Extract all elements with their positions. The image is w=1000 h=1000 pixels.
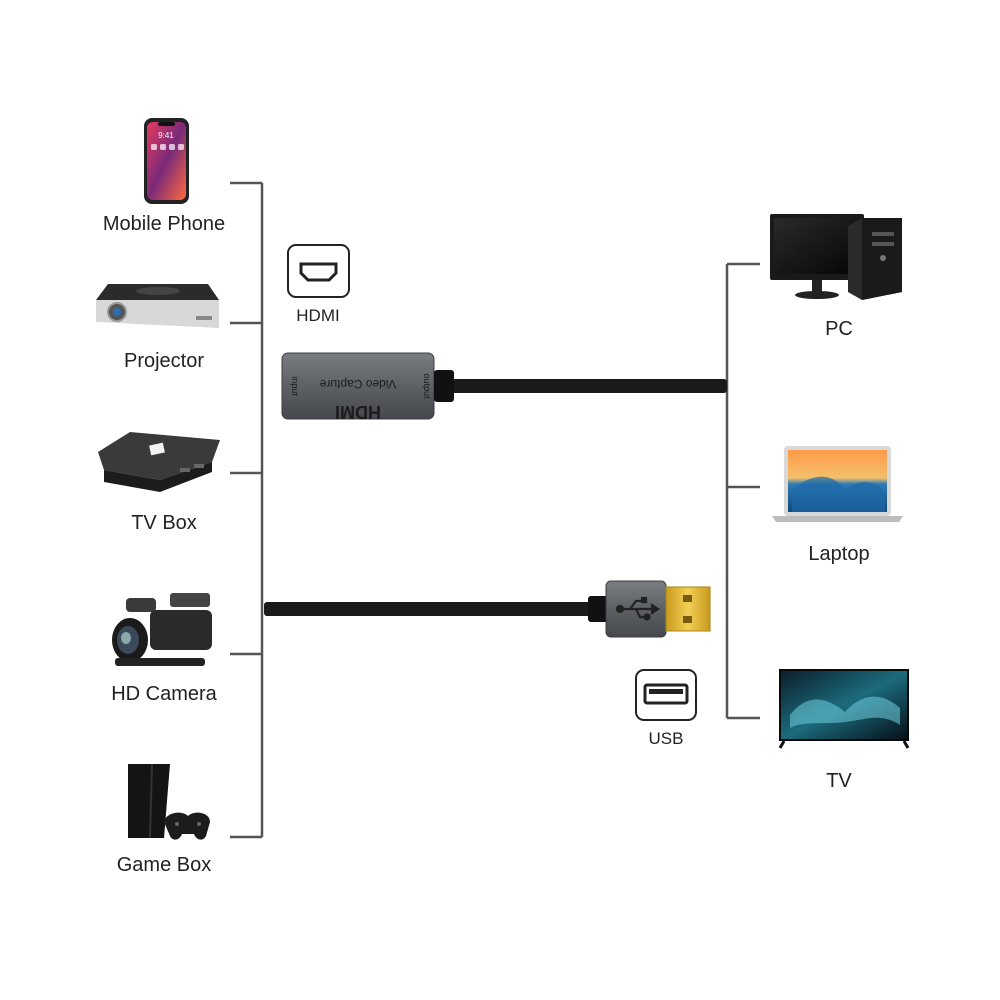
right-bracket <box>725 262 760 720</box>
source-label-game-box: Game Box <box>116 854 212 876</box>
hdmi-cable <box>450 379 727 393</box>
left-bracket <box>230 181 264 839</box>
source-label-mobile-phone: Mobile Phone <box>102 213 226 235</box>
usb-port-icon <box>635 669 697 721</box>
desktop-pc-icon <box>770 214 902 300</box>
device-input-label: input <box>290 376 300 396</box>
source-label-tv-box: TV Box <box>131 512 197 534</box>
device-name: Video Capture <box>319 377 396 391</box>
device-brand: HDMI <box>335 402 381 422</box>
projector-icon <box>96 284 219 328</box>
phone-time: 9:41 <box>158 131 174 140</box>
output-label-laptop: Laptop <box>808 543 870 565</box>
output-label-pc: PC <box>825 318 853 340</box>
laptop-icon <box>772 446 903 522</box>
output-label-tv: TV <box>826 770 852 792</box>
tv-box-icon <box>98 432 220 492</box>
usb-port-label: USB <box>648 729 684 748</box>
hdmi-port-label: HDMI <box>296 306 340 325</box>
usb-symbol-icon <box>615 596 660 621</box>
video-capture-device: HDMI Video Capture input output <box>281 352 454 422</box>
usb-cable <box>264 602 594 616</box>
television-icon <box>778 669 910 749</box>
hdmi-port-icon <box>287 244 350 298</box>
game-console-icon <box>128 763 210 840</box>
source-label-hd-camera: HD Camera <box>111 683 217 705</box>
source-label-projector: Projector <box>123 350 205 372</box>
device-output-label: output <box>422 373 432 399</box>
mobile-phone-icon: 9:41 <box>144 118 189 204</box>
usb-plug <box>588 580 711 638</box>
hd-camera-icon <box>112 593 212 666</box>
